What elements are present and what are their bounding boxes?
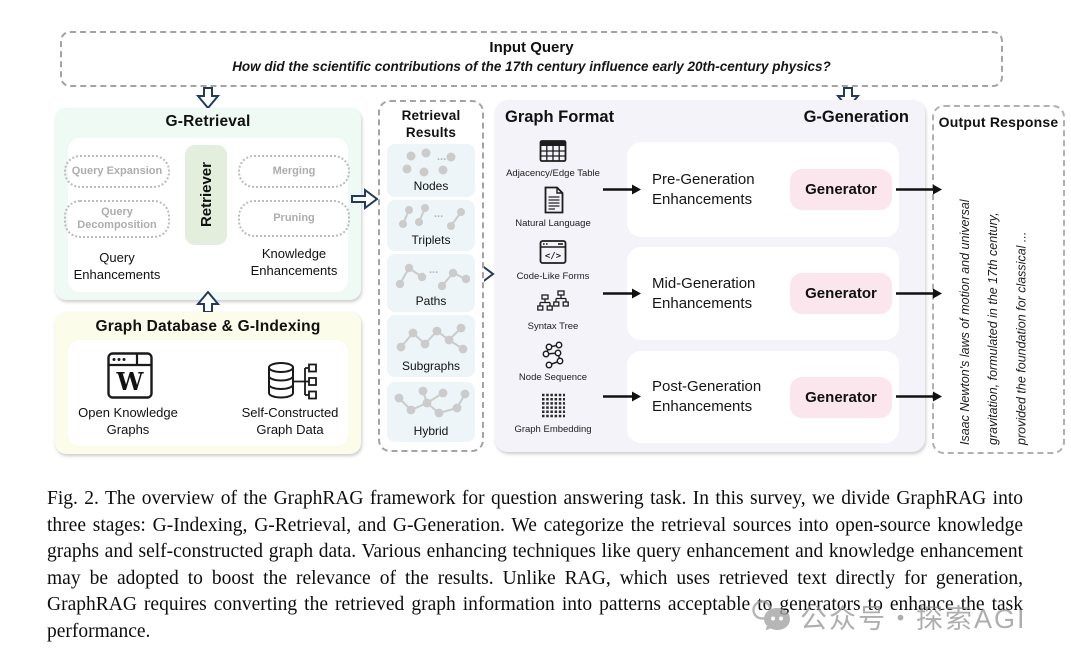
format-to-stage-arrow-icon — [603, 391, 641, 402]
generator-output-arrow-icon — [896, 391, 942, 402]
input-query-text: How did the scientific contributions of … — [232, 59, 831, 74]
hybrid-icon — [394, 386, 470, 418]
flow-arrow-down-icon — [196, 87, 220, 109]
g-retrieval-title: G-Retrieval — [165, 113, 251, 130]
pre-generation-label: Pre-Generation Enhancements — [652, 170, 755, 208]
retriever-box: Retriever — [185, 145, 227, 245]
code-window-icon: </> — [539, 240, 567, 264]
result-label: Nodes — [413, 179, 449, 193]
retrieval-results-title: Retrieval Results — [401, 108, 461, 140]
format-to-stage-arrow-icon — [603, 184, 641, 195]
g-retrieval-panel: G-Retrieval Query Expansion Query Decomp… — [55, 108, 361, 300]
natural-language-label: Natural Language — [515, 218, 591, 229]
flow-arrow-up-icon — [196, 291, 220, 313]
query-expansion-chip: Query Expansion — [64, 155, 170, 188]
result-item-paths: ... Paths — [387, 254, 475, 312]
triplets-icon: ... — [399, 204, 465, 230]
query-enhancements-label: Query Enhancements — [73, 250, 161, 282]
format-to-stage-arrow-icon — [603, 288, 641, 299]
result-item-subgraphs: Subgraphs — [387, 315, 475, 377]
node-sequence-label: Node Sequence — [518, 372, 588, 383]
graph-embedding-label: Graph Embedding — [514, 424, 592, 435]
document-icon — [544, 186, 564, 214]
svg-text:...: ... — [429, 264, 438, 276]
paths-icon: ... — [395, 263, 470, 291]
subgraphs-icon — [396, 323, 468, 354]
knowledge-enhancements-label: Knowledge Enhancements — [250, 246, 338, 278]
watermark-text: 公众号・探索AGI — [800, 604, 1027, 634]
svg-text:...: ... — [437, 151, 446, 163]
pre-generation-stage: Pre-Generation Enhancements Generator — [627, 142, 899, 237]
watermark: 公众号・探索AGI — [750, 597, 1027, 636]
generator-button: Generator — [790, 273, 892, 314]
mid-generation-label: Mid-Generation Enhancements — [652, 274, 756, 312]
pruning-chip: Pruning — [238, 200, 350, 237]
result-label: Hybrid — [413, 424, 449, 438]
result-item-hybrid: Hybrid — [387, 382, 475, 442]
result-label: Paths — [415, 294, 447, 308]
g-indexing-panel: Graph Database & G-Indexing W Open Knowl… — [55, 312, 361, 454]
post-generation-label: Post-Generation Enhancements — [652, 378, 762, 415]
result-label: Subgraphs — [401, 359, 461, 373]
result-item-triplets: ... Triplets — [387, 200, 475, 251]
database-graph-icon — [268, 362, 317, 400]
syntax-tree-label: Syntax Tree — [527, 321, 579, 332]
matrix-icon — [542, 393, 565, 418]
result-item-nodes: ... Nodes — [387, 144, 475, 197]
g-indexing-title: Graph Database & G-Indexing — [95, 318, 321, 335]
nodes-icon: ... — [402, 148, 456, 177]
generator-button: Generator — [790, 377, 892, 418]
generator-button: Generator — [790, 169, 892, 210]
generator-output-arrow-icon — [896, 288, 942, 299]
code-like-forms-label: Code-Like Forms — [516, 271, 590, 282]
syntax-tree-icon — [537, 290, 569, 311]
output-response-title: Output Response — [938, 114, 1059, 130]
generator-output-arrow-icon — [896, 184, 942, 195]
flow-arrow-right-icon — [351, 188, 379, 210]
output-response-panel: Output Response Isaac Newton's laws of m… — [932, 105, 1065, 454]
adjacency-table-icon — [539, 140, 567, 162]
g-generation-title: G-Generation — [803, 108, 909, 126]
svg-text:</>: </> — [545, 252, 562, 262]
g-indexing-inner — [68, 340, 348, 446]
input-query-title: Input Query — [489, 39, 574, 56]
chat-bubbles-icon — [752, 599, 790, 630]
input-query-box: Input Query How did the scientific contr… — [60, 31, 1003, 87]
retrieval-results-panel: Retrieval Results ... Nodes ... Triplets — [378, 100, 484, 452]
g-generation-panel: Graph Format G-Generation Adjacency/Edge… — [495, 100, 925, 452]
graph-format-title: Graph Format — [505, 108, 615, 126]
mid-generation-stage: Mid-Generation Enhancements Generator — [627, 247, 899, 340]
post-generation-stage: Post-Generation Enhancements Generator — [627, 351, 899, 443]
result-label: Triplets — [411, 233, 451, 247]
svg-text:...: ... — [434, 208, 443, 220]
merging-chip: Merging — [238, 155, 350, 188]
wikipedia-browser-icon: W — [107, 352, 153, 399]
svg-text:W: W — [116, 367, 145, 396]
node-sequence-icon — [542, 341, 564, 369]
query-decomposition-chip: Query Decomposition — [64, 200, 170, 238]
output-response-text: Isaac Newton's laws of motion and univer… — [958, 199, 1029, 445]
self-constructed-graph-data-label: Self-Constructed Graph Data — [241, 405, 339, 437]
adjacency-table-label: Adjacency/Edge Table — [506, 168, 600, 179]
open-knowledge-graphs-label: Open Knowledge Graphs — [78, 405, 178, 437]
retriever-label: Retriever — [197, 162, 215, 228]
